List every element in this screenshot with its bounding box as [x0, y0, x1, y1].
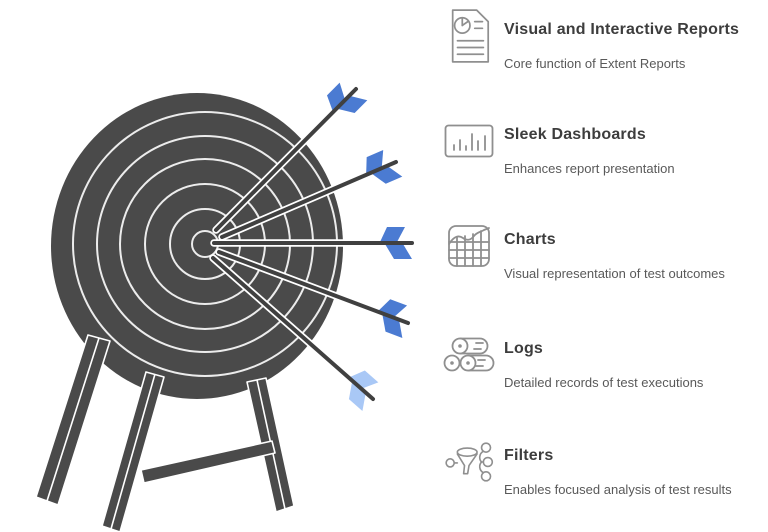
arrow-3: [210, 227, 416, 259]
dashboard-bars-icon: [441, 113, 497, 169]
report-document-icon: [441, 8, 497, 64]
charts-grid-icon: [441, 218, 497, 274]
feature-title: Visual and Interactive Reports: [504, 21, 740, 38]
feature-list: Visual and Interactive Reports Core func…: [441, 0, 768, 532]
dartboard-illustration: [35, 77, 416, 532]
feature-title: Sleek Dashboards: [504, 126, 646, 143]
feature-description: Detailed records of test executions: [504, 375, 704, 390]
target-stand: [35, 334, 295, 532]
filter-funnel-icon: [441, 434, 497, 490]
arrow-5: [209, 254, 384, 412]
arrow-1: [212, 77, 368, 234]
wood-logs-icon: [441, 327, 497, 383]
feature-title: Logs: [504, 340, 544, 357]
arrow-2: [218, 147, 403, 241]
feature-item-charts: Charts Visual representation of test out…: [441, 218, 725, 282]
feature-description: Visual representation of test outcomes: [504, 266, 725, 281]
feature-item-dashboards: Sleek Dashboards Enhances report present…: [441, 113, 675, 177]
feature-description: Core function of Extent Reports: [504, 56, 686, 71]
feature-description: Enhances report presentation: [504, 161, 675, 176]
feature-item-filters: Filters Enables focused analysis of test…: [441, 434, 732, 498]
feature-description: Enables focused analysis of test results: [504, 482, 732, 497]
feature-item-logs: Logs Detailed records of test executions: [441, 327, 703, 391]
feature-title: Filters: [504, 447, 554, 464]
feature-title: Charts: [504, 231, 556, 248]
arrow-4: [215, 248, 414, 338]
feature-item-reports: Visual and Interactive Reports Core func…: [441, 8, 739, 72]
